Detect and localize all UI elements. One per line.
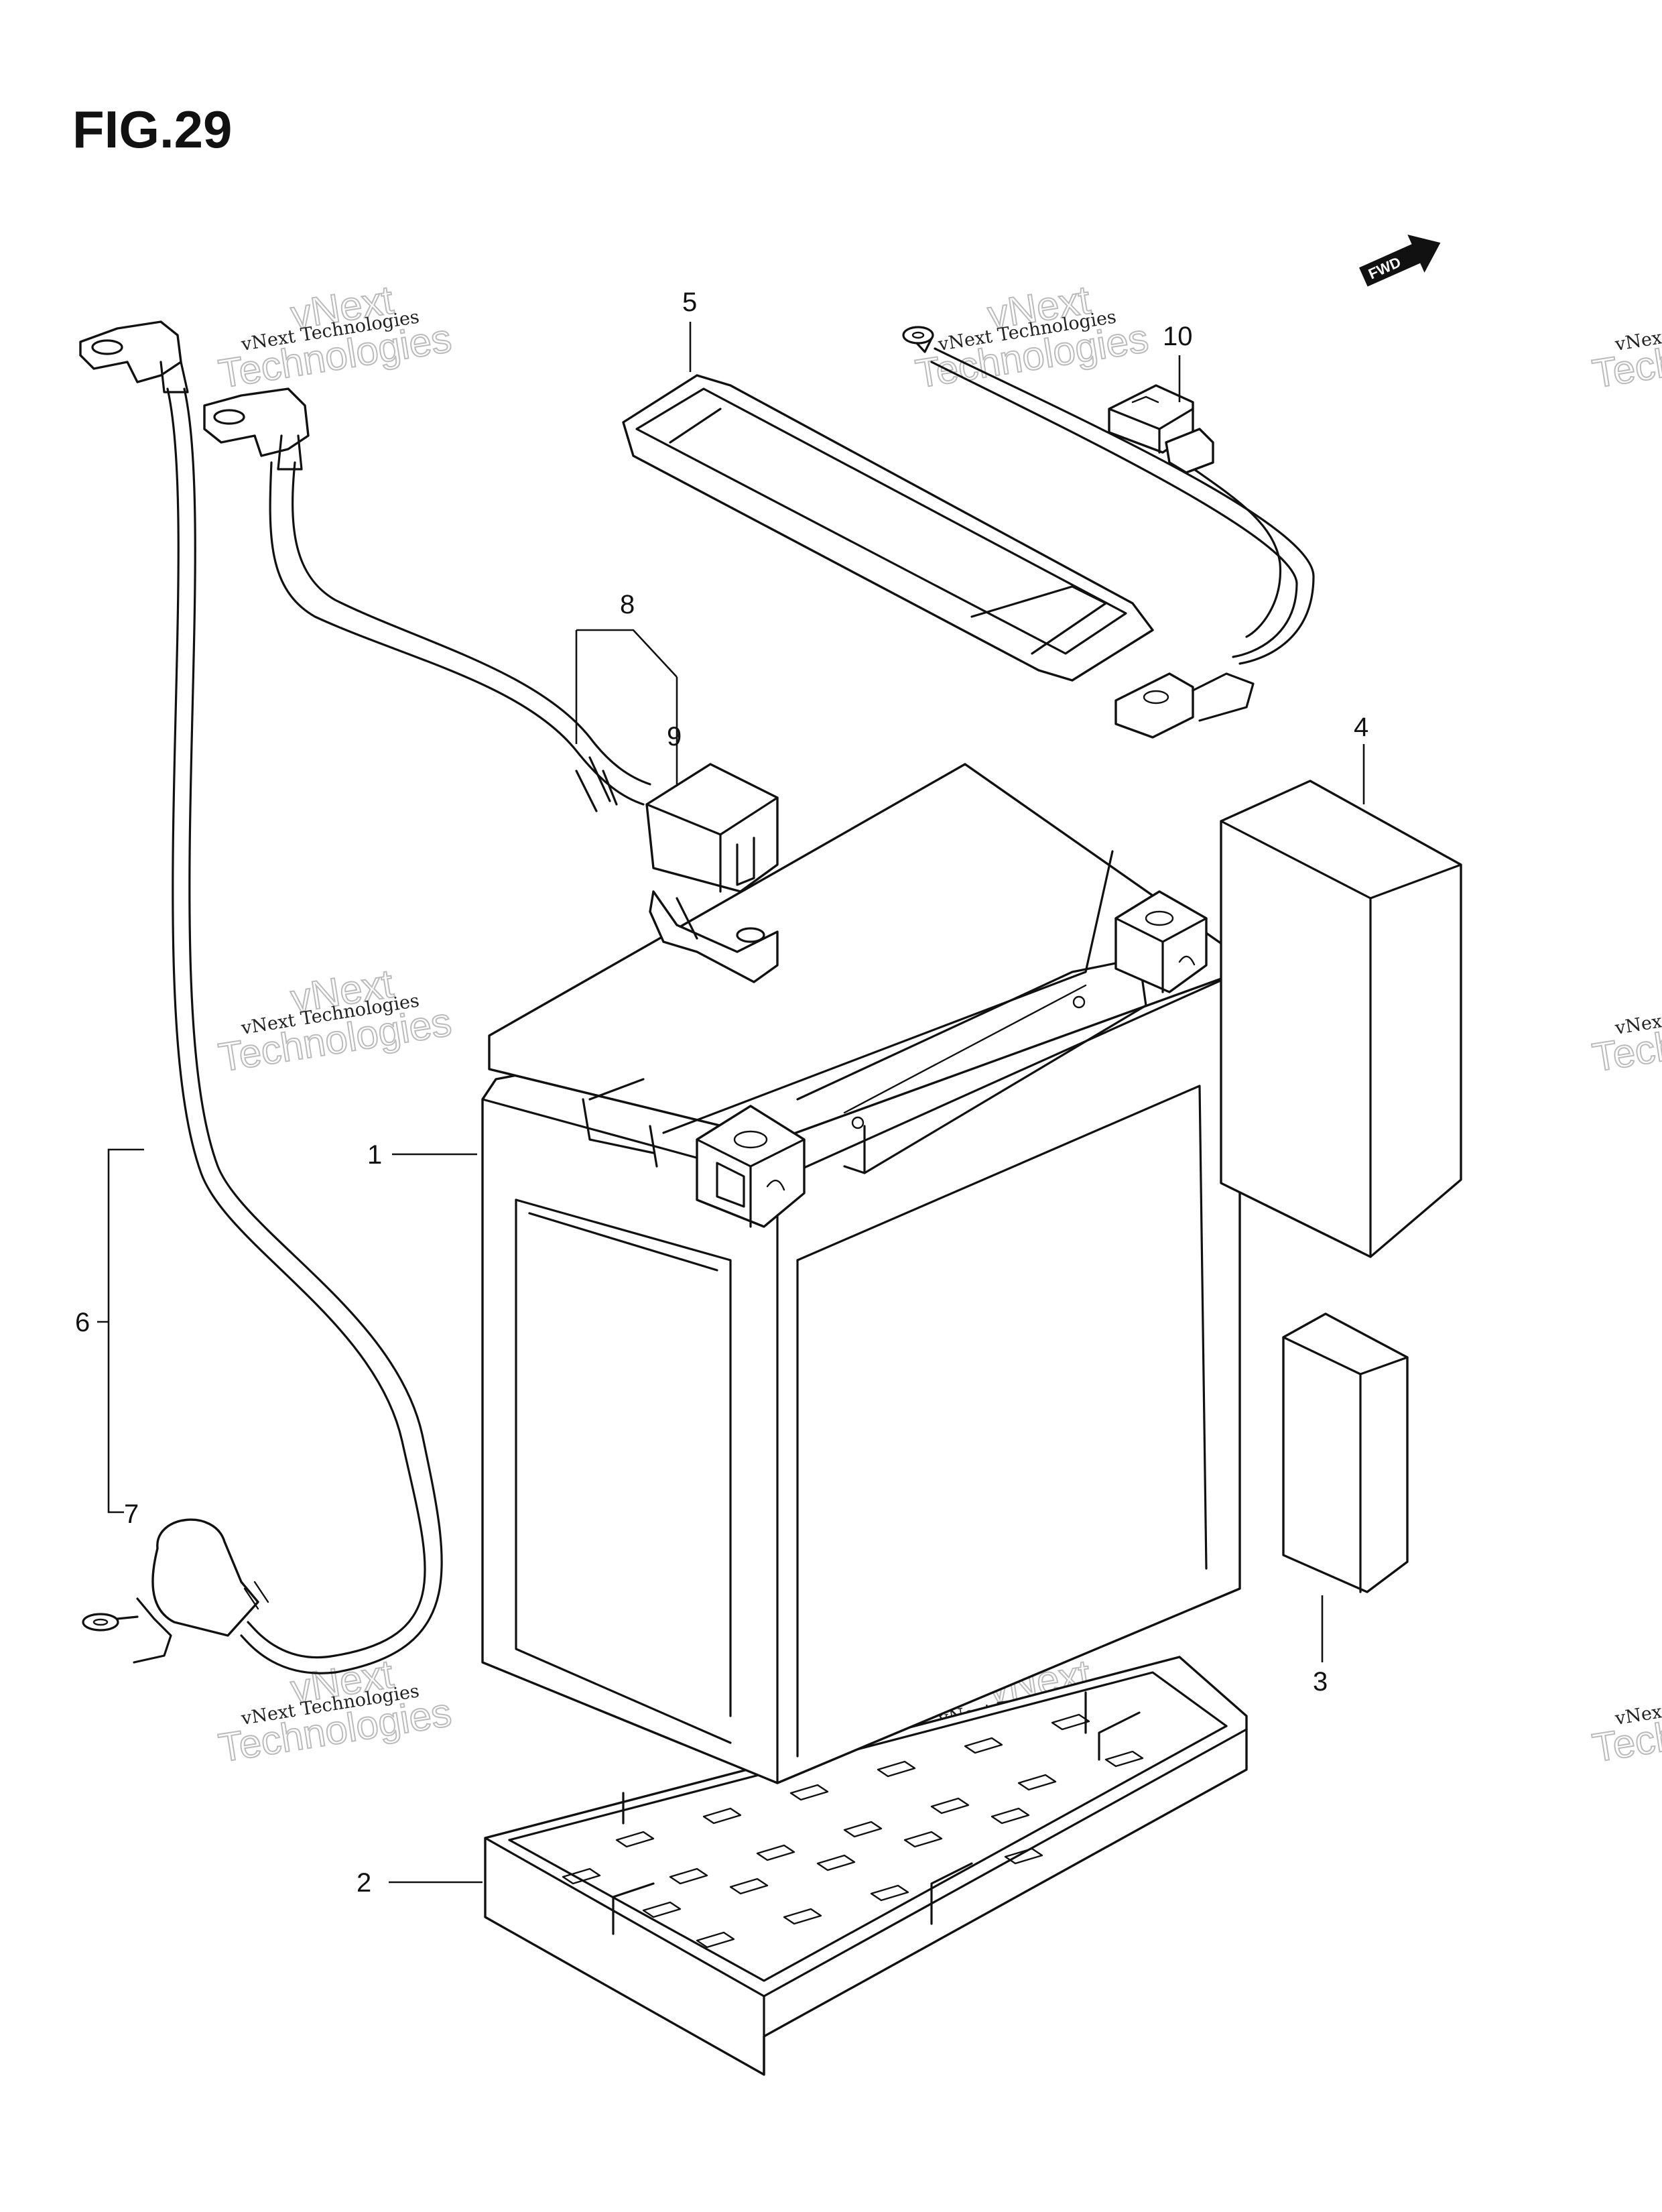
callout-7: 7 [124,1499,139,1529]
callout-3: 3 [1313,1667,1328,1697]
callout-9: 9 [667,722,682,751]
callout-1: 1 [367,1140,382,1170]
callout-2: 2 [357,1868,371,1898]
battery [481,763,1241,1784]
callout-4: 4 [1354,713,1368,742]
terminal-front [696,1105,806,1228]
callout-5: 5 [682,288,697,317]
battery-strap [622,374,1154,682]
callout-10: 10 [1163,322,1193,351]
callouts: 1 2 3 4 5 6 7 8 9 10 [75,288,1368,1898]
callout-8: 8 [620,590,635,619]
terminal-rear [1114,890,1208,993]
tray-slots [562,1713,1144,1949]
wire-harness [902,326,1315,739]
negative-cable [79,320,443,1674]
figure-title: FIG.29 [72,100,232,159]
positive-cable [203,387,779,983]
battery-pad-small [1282,1312,1409,1593]
leader-lines [97,322,1365,1884]
callout-6: 6 [75,1308,90,1337]
battery-pad-large [1220,780,1462,1258]
battery-tray [484,1656,1248,2076]
